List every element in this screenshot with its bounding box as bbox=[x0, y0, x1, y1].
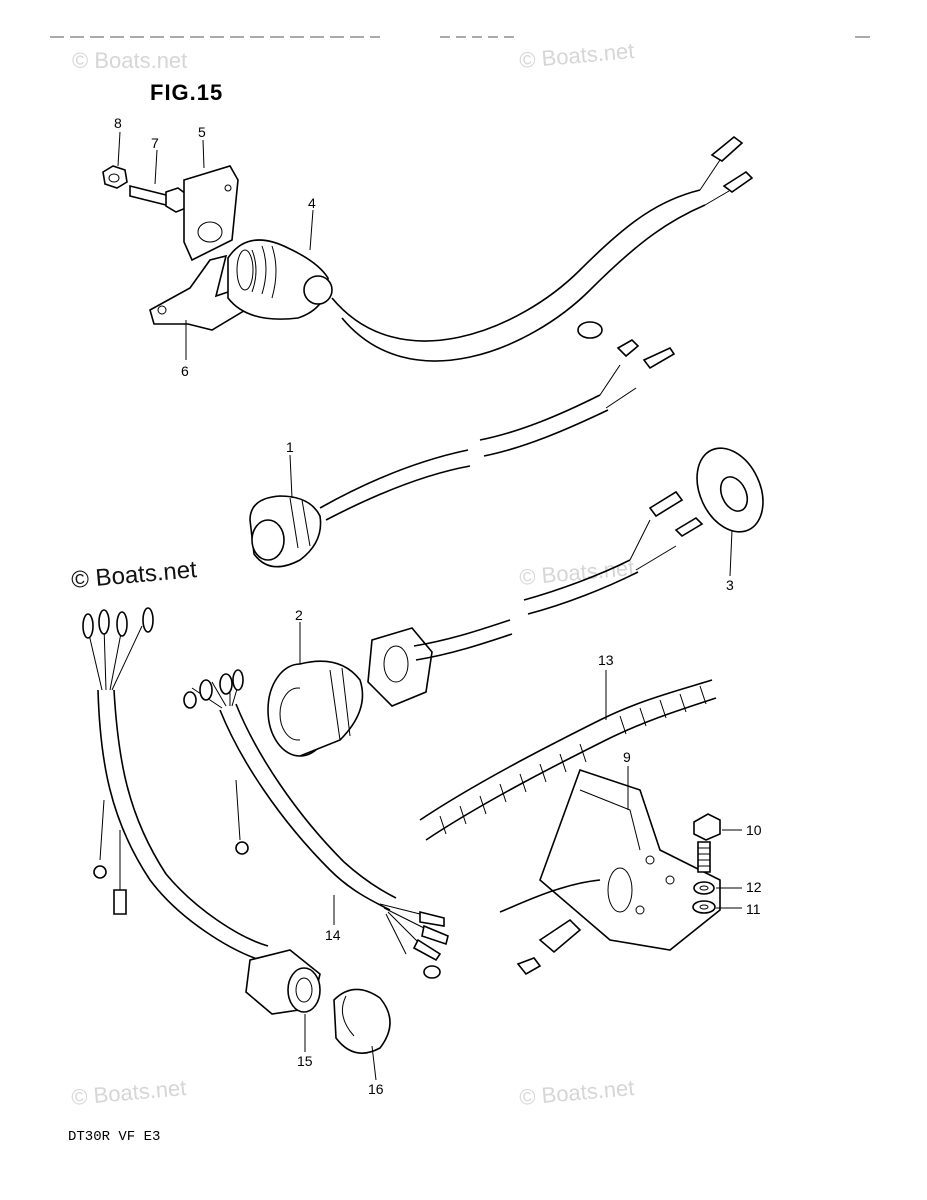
callout-2: 2 bbox=[295, 607, 303, 623]
bracket-part-9 bbox=[499, 768, 721, 976]
callout-14: 14 bbox=[325, 927, 341, 943]
callout-13: 13 bbox=[598, 652, 614, 668]
watermark-top-right: © Boats.net bbox=[518, 38, 635, 73]
callout-7: 7 bbox=[151, 135, 159, 151]
callout-12: 12 bbox=[746, 879, 762, 895]
watermark-bottom-right: © Boats.net bbox=[518, 1075, 635, 1110]
callout-11: 11 bbox=[746, 901, 761, 917]
callout-16: 16 bbox=[368, 1081, 384, 1097]
watermark-bottom-left: © Boats.net bbox=[70, 1075, 187, 1110]
figure-title: FIG.15 bbox=[150, 80, 223, 105]
switch-part-2 bbox=[267, 490, 704, 757]
model-code: DT30R VF E3 bbox=[68, 1129, 160, 1145]
harness-part-15 bbox=[82, 607, 391, 1054]
callout-10: 10 bbox=[746, 822, 762, 838]
switch-assembly-top bbox=[102, 135, 754, 362]
washer-part-3 bbox=[696, 447, 764, 533]
callout-15: 15 bbox=[297, 1053, 313, 1069]
switch-part-1 bbox=[249, 321, 676, 568]
leader-lines bbox=[117, 131, 742, 1081]
callout-4: 4 bbox=[308, 195, 316, 211]
callout-3: 3 bbox=[726, 577, 734, 593]
callout-1: 1 bbox=[286, 439, 294, 455]
watermark-middle-right: © Boats.net bbox=[518, 555, 635, 590]
callout-9: 9 bbox=[623, 749, 631, 765]
callout-8: 8 bbox=[114, 115, 122, 131]
watermark-top-left: © Boats.net bbox=[72, 48, 187, 73]
callout-5: 5 bbox=[198, 124, 206, 140]
watermark-middle-left: © Boats.net bbox=[70, 556, 198, 594]
harness-part-14 bbox=[183, 669, 449, 979]
spiral-wrap-part-13 bbox=[419, 679, 717, 841]
callout-6: 6 bbox=[181, 363, 189, 379]
